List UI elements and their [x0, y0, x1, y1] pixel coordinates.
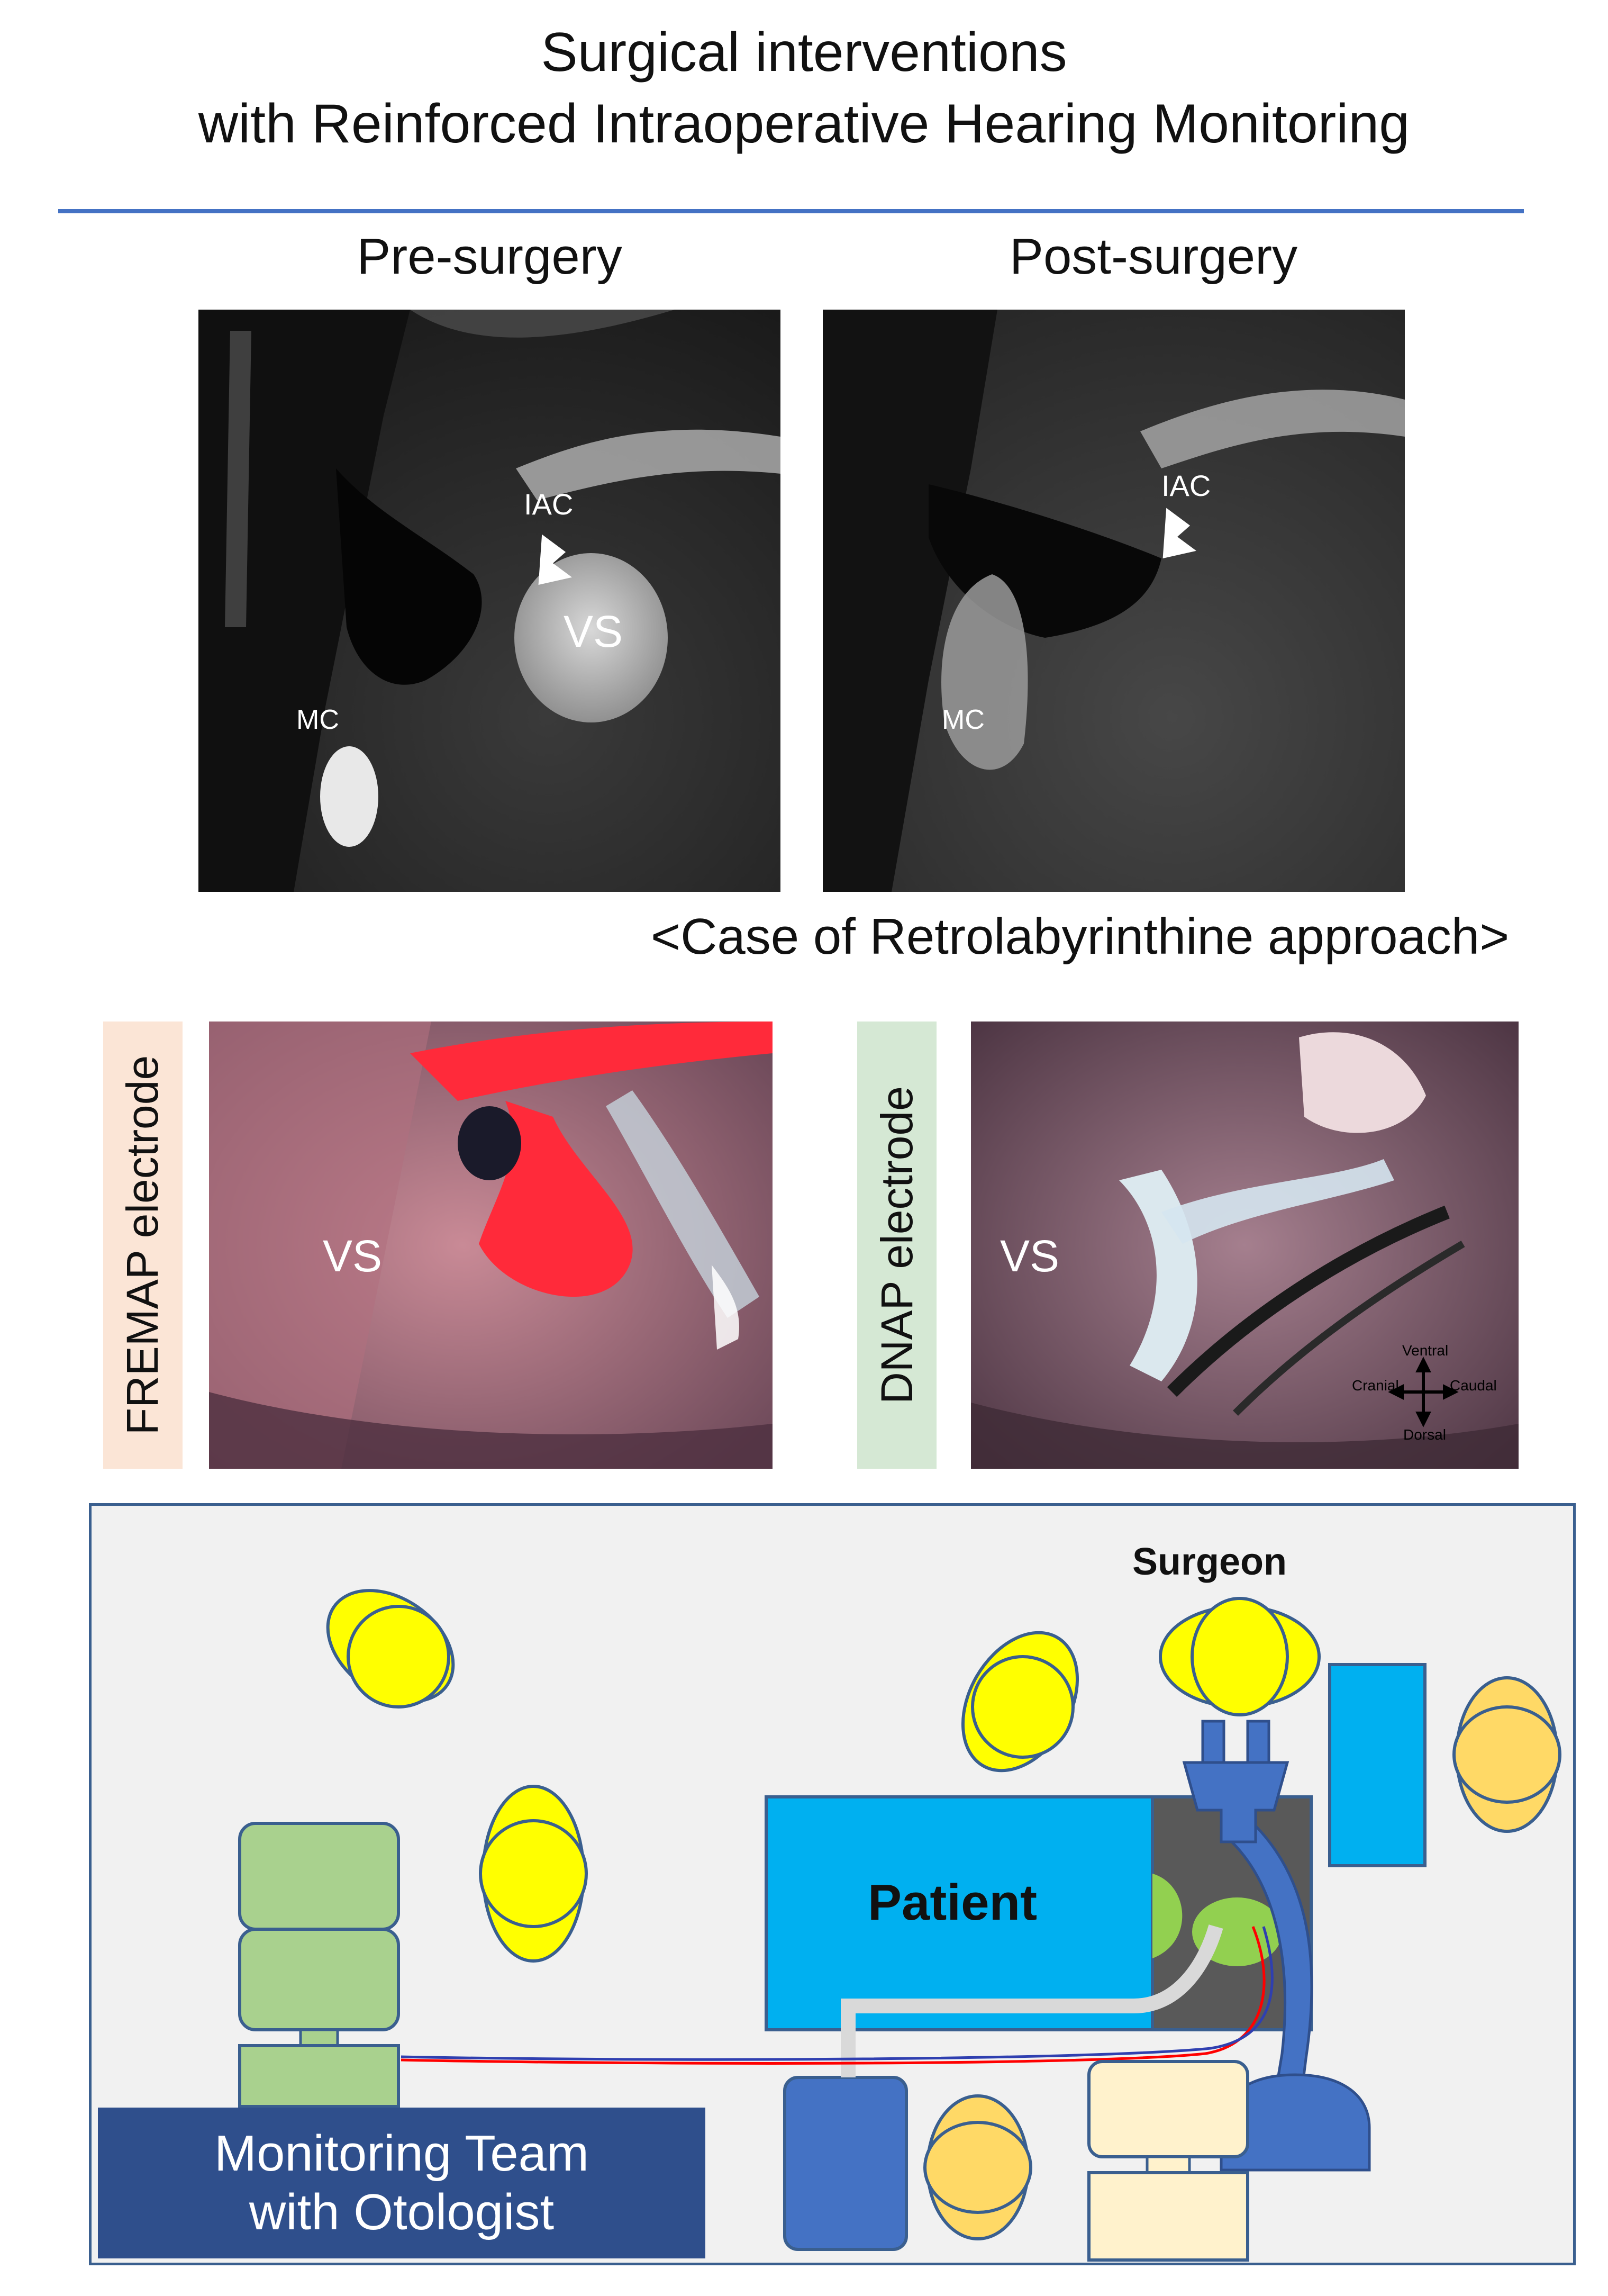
compass-caudal: Caudal — [1450, 1377, 1497, 1394]
case-label: <Case of Retrolabyrinthine approach> — [651, 908, 1510, 965]
electrode-tube — [841, 1924, 1223, 2077]
dnap-label-box: DNAP electrode — [857, 1022, 937, 1469]
monitoring-team-box: Monitoring Team with Otologist — [98, 2108, 705, 2258]
post-iac-annotation: IAC — [1161, 469, 1211, 502]
microscope-base — [1220, 2073, 1371, 2172]
pre-iac-annotation: IAC — [524, 487, 574, 521]
monitor-stack-base — [238, 2044, 400, 2108]
monitoring-team-line-1: Monitoring Team — [214, 2125, 589, 2182]
monitor-stack-neck — [299, 2028, 339, 2047]
cream-unit-base — [1087, 2171, 1249, 2262]
title-line-2: with Reinforced Intraoperative Hearing M… — [198, 93, 1410, 155]
fremap-label-box: FREMAP electrode — [103, 1022, 183, 1469]
dnap-vs-annotation: VS — [1000, 1231, 1060, 1281]
dnap-electrode-label: DNAP electrode — [871, 1086, 922, 1404]
post-mc-annotation: MC — [942, 704, 985, 735]
person-orange-2 — [923, 2094, 1032, 2240]
post-surgery-mri: IAC MC — [823, 310, 1405, 892]
person-orange-1 — [1452, 1676, 1561, 1833]
title-divider — [58, 209, 1524, 213]
cream-unit-top — [1087, 2060, 1249, 2158]
person-yellow-3 — [961, 1631, 1079, 1773]
pre-surgery-label: Pre-surgery — [357, 228, 622, 285]
cable-blue — [401, 1926, 1274, 2061]
microscope-head — [1182, 1761, 1289, 1843]
fremap-vs-annotation: VS — [323, 1231, 383, 1281]
floor-cabinet — [783, 2076, 908, 2251]
dnap-operative-photo: VS Ventral Cranial Caudal Dorsal — [971, 1022, 1519, 1469]
title-line-1: Surgical interventions — [541, 22, 1067, 83]
fremap-operative-photo: VS — [209, 1022, 773, 1469]
cream-unit-neck — [1146, 2155, 1191, 2174]
patient-label: Patient — [868, 1874, 1038, 1931]
compass-cranial: Cranial — [1352, 1377, 1399, 1394]
surgeon-label: Surgeon — [1132, 1541, 1287, 1583]
fremap-electrode-label: FREMAP electrode — [117, 1055, 168, 1435]
compass-dorsal: Dorsal — [1403, 1426, 1446, 1443]
monitoring-team-line-2: with Otologist — [249, 2183, 555, 2240]
monitor-stack-top — [238, 1822, 400, 1931]
operating-room-layout — [238, 1589, 1561, 2262]
monitor-stack-middle — [238, 1928, 400, 2031]
patient-bed — [765, 1795, 1154, 2031]
head-green-left — [1152, 1874, 1183, 1958]
pre-surgery-mri: IAC VS MC — [198, 310, 780, 892]
surgeon-figure — [1159, 1597, 1321, 1716]
pre-vs-annotation: VS — [564, 607, 623, 656]
person-yellow-1 — [326, 1589, 455, 1709]
side-cabinet — [1328, 1663, 1427, 1867]
person-yellow-2 — [479, 1785, 588, 1963]
compass-ventral: Ventral — [1402, 1342, 1449, 1359]
pre-mc-annotation: MC — [296, 704, 339, 735]
post-surgery-label: Post-surgery — [1009, 228, 1298, 285]
cable-red — [401, 1926, 1266, 2065]
